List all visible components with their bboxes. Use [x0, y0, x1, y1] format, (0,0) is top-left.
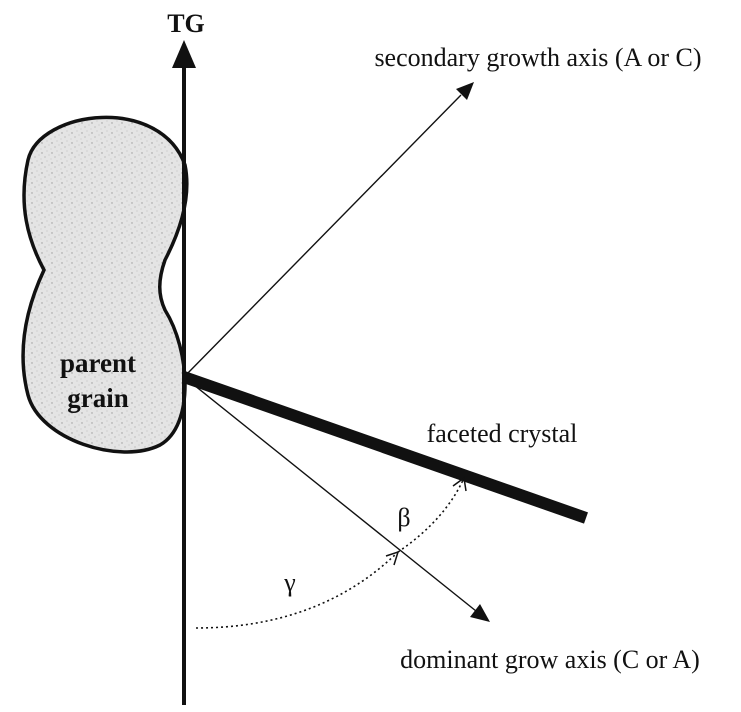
gamma-label: γ	[283, 568, 296, 597]
parent-grain-label-line2: grain	[67, 383, 129, 413]
gamma-angle-arc	[196, 552, 398, 628]
parent-grain-label-line1: parent	[60, 348, 136, 378]
beta-label: β	[397, 503, 410, 532]
dominant-growth-axis-label: dominant grow axis (C or A)	[400, 645, 700, 674]
secondary-growth-axis-label: secondary growth axis (A or C)	[374, 43, 701, 72]
faceted-crystal-label: faceted crystal	[427, 419, 578, 448]
dominant-growth-axis-line	[184, 377, 476, 611]
tg-label: TG	[167, 9, 205, 38]
tg-axis-arrowhead	[172, 40, 196, 68]
gamma-arc-arrowhead	[386, 552, 398, 565]
secondary-growth-axis-line	[184, 95, 461, 377]
dominant-growth-axis-arrowhead	[470, 604, 490, 622]
